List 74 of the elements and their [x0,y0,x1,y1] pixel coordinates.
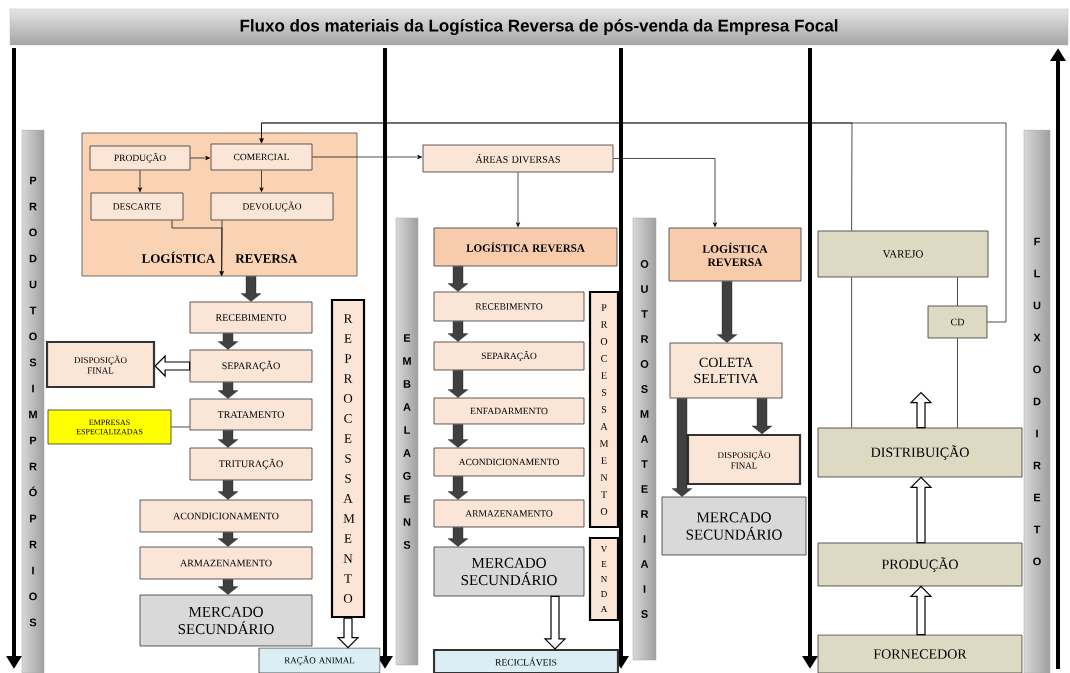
process-box: LOGÍSTICA REVERSA [433,227,618,267]
block-arrow [217,480,239,500]
process-box: VAREJO [817,230,989,278]
arrow [259,122,853,231]
block-arrow [240,276,262,302]
process-box: MERCADO SECUNDÁRIO [433,546,585,597]
block-arrow [447,266,469,292]
process-box: PRODUÇÃO [89,145,191,171]
block-arrow [447,370,469,398]
category-band: OUTROS MATERIAIS [632,217,657,661]
arrow [259,170,264,193]
process-box: DESCARTE [90,192,184,221]
vertical-label-box: VENDA [588,536,620,622]
process-box: TRITURAÇÃO [189,447,313,481]
category-band: PRODUTOS IMPRÓPRIOS [21,129,45,673]
block-arrow [447,527,469,547]
process-box: RAÇÃO ANIMAL [258,647,381,673]
block-arrow [447,321,469,342]
process-box: ENFADARMENTO [433,397,585,425]
hollow-arrow [909,391,933,429]
process-box: EMPRESAS ESPECIALIZADAS [47,409,172,445]
title-bar: Fluxo dos materiais da Logística Reversa de pós-venda da Empresa Focal [9,8,1069,46]
process-box: DISTRIBUIÇÃO [817,427,1023,478]
process-box: LOGÍSTICA REVERSA [668,227,802,282]
process-box: ARMAZENAMENTO [139,546,313,580]
vertical-label-box: PROCESSAMENTO [588,290,620,529]
process-box: ACONDICIONAMENTO [139,499,313,533]
block-arrow [751,398,773,435]
arrow [137,170,143,193]
connector-line [171,426,190,428]
process-box: CD [927,305,988,339]
connector-line [957,277,958,306]
process-box: DISPOSIÇÃO FINAL [45,340,156,389]
connector-line [851,277,852,428]
block-arrow [671,398,693,497]
category-band: EMBALAGENS [395,217,419,666]
block-arrow [716,281,738,343]
process-box: TRATAMENTO [189,398,313,431]
arrow [515,172,521,228]
vertical-label-box: REPROCESSAMENTO [330,298,366,619]
process-box: ARMAZENAMENTO [433,499,585,528]
category-band: FLUXO DIRETO [1023,129,1051,673]
process-box: COMERCIAL [210,143,313,171]
hollow-arrow [154,354,191,378]
process-box: PRODUÇÃO [817,542,1023,587]
block-arrow [217,333,239,350]
process-box: ACONDICIONAMENTO [433,447,585,477]
block-arrow [217,532,239,547]
arrow [190,155,211,161]
block-arrow [447,476,469,500]
process-box: SEPARAÇÃO [189,349,313,383]
hollow-arrow [909,585,933,636]
hollow-arrow [909,476,933,544]
process-box: RECEBIMENTO [433,291,585,322]
process-box: DEVOLUÇÃO [210,192,334,221]
block-arrow [447,424,469,448]
hollow-arrow [336,617,360,649]
hollow-arrow [543,595,567,650]
process-box: MERCADO SECUNDÁRIO [139,594,313,647]
block-arrow [217,579,239,595]
process-box: RECICLÁVEIS [432,648,620,673]
block-arrow [217,382,239,399]
arrow [312,154,423,160]
process-box: RECEBIMENTO [189,301,313,334]
arrow [219,220,224,276]
process-box: FORNECEDOR [817,634,1023,673]
process-box: DISPOSIÇÃO FINAL [686,433,802,486]
process-box: SEPARAÇÃO [433,341,585,371]
process-box: COLETA SELETIVA [669,342,783,399]
block-arrow [217,430,239,448]
connector-line [957,338,958,428]
process-box: MERCADO SECUNDÁRIO [661,496,807,556]
arrow [613,158,718,228]
process-box: ÁREAS DIVERSAS [422,144,614,173]
